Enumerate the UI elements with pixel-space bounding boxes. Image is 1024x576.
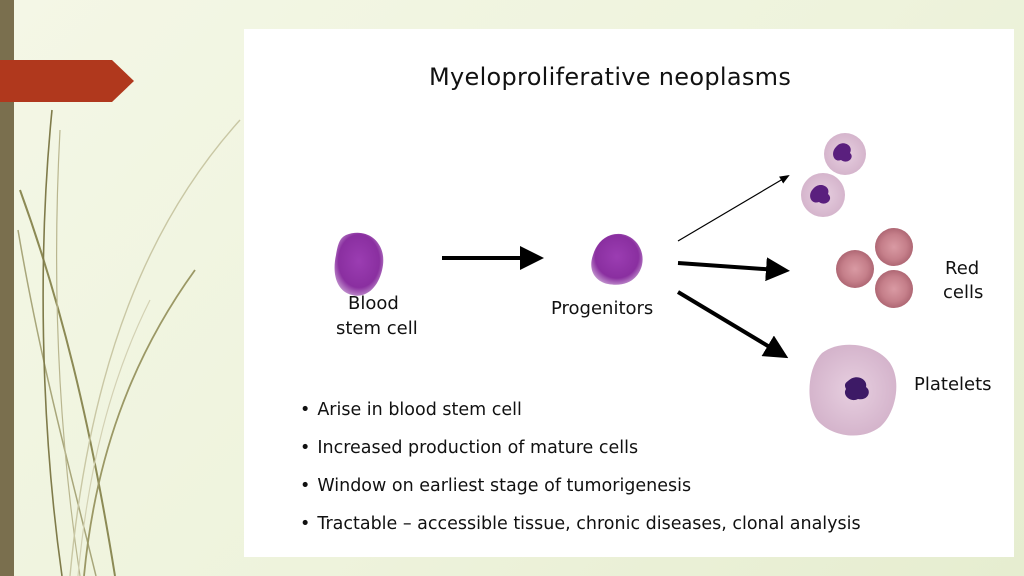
red-cells-image [836, 228, 913, 308]
content-panel: Myeloproliferative neoplasms Blood stem … [244, 29, 1014, 557]
label-red: Red [945, 258, 980, 279]
bullet-item: Window on earliest stage of tumorigenesi… [300, 474, 861, 512]
arrow-to-granulocytes [677, 174, 790, 242]
progenitor-cell-image [591, 233, 643, 285]
label-cells: cells [943, 282, 984, 303]
blood-stem-cell-image [334, 232, 384, 296]
left-accent-bar [0, 0, 14, 576]
bullet-list: Arise in blood stem cell Increased produ… [300, 398, 861, 550]
bullet-item: Tractable – accessible tissue, chronic d… [300, 512, 860, 550]
decorative-grass-lines [17, 109, 241, 576]
bullet-item: Arise in blood stem cell [300, 398, 861, 436]
slide-title: Myeloproliferative neoplasms [429, 63, 792, 91]
label-stem-cell: stem cell [336, 318, 418, 339]
label-progenitors: Progenitors [551, 298, 654, 319]
slide-marker-tab [0, 60, 134, 102]
granulocyte-cells-image [801, 133, 866, 217]
bullet-item: Increased production of mature cells [300, 436, 861, 474]
label-blood: Blood [348, 293, 399, 314]
arrow-to-red-cells [677, 257, 790, 282]
label-platelets: Platelets [914, 374, 992, 395]
arrow-to-platelets [676, 290, 789, 359]
